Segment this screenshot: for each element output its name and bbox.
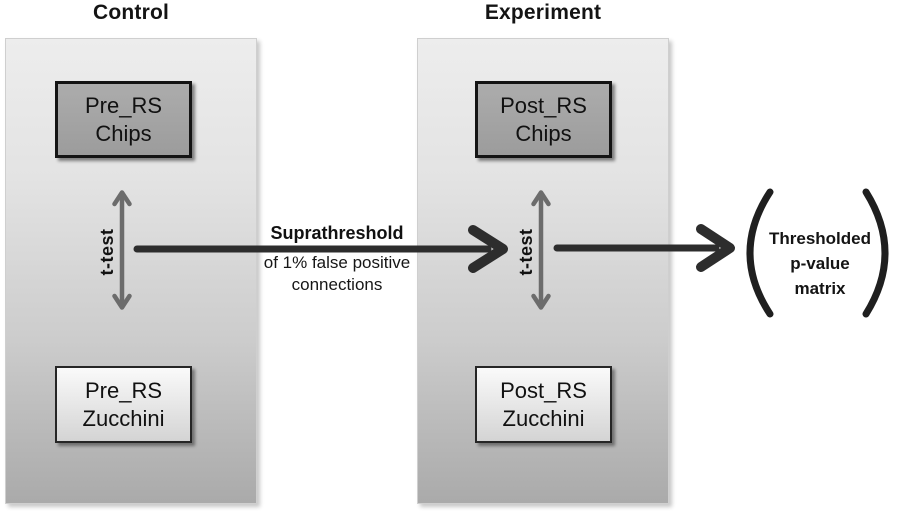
suprathreshold-sublabel: of 1% false positive connections — [240, 252, 434, 296]
pre-rs-zucchini-line1: Pre_RS — [84, 377, 163, 403]
post-rs-chips-box: Post_RS Chips — [475, 81, 612, 158]
experiment-ttest-label: t-test — [516, 228, 536, 276]
post-rs-chips-line1: Post_RS — [500, 92, 587, 118]
pre-rs-chips-line1: Pre_RS — [84, 92, 163, 118]
pre-rs-zucchini-box: Pre_RS Zucchini — [55, 366, 192, 443]
suprathreshold-label: Suprathreshold — [270, 223, 404, 243]
thresholded-matrix-line2: p-value — [790, 254, 850, 273]
thresholded-matrix-line3: matrix — [794, 279, 846, 298]
post-rs-chips-line2: Chips — [515, 120, 572, 146]
pre-rs-chips-box: Pre_RS Chips — [55, 81, 192, 158]
experiment-panel: Post_RS Chips Post_RS Zucchini t-test — [417, 38, 669, 504]
thresholded-matrix-label: Thresholded p-value matrix — [762, 226, 878, 301]
thresholded-matrix-line1: Thresholded — [768, 229, 871, 248]
control-panel: Pre_RS Chips Pre_RS Zucchini t-test — [5, 38, 257, 504]
suprathreshold-sublabel-line2: connections — [291, 275, 383, 294]
post-rs-zucchini-line1: Post_RS — [500, 377, 587, 403]
post-rs-zucchini-line2: Zucchini — [502, 405, 585, 431]
pre-rs-chips-line2: Chips — [95, 120, 152, 146]
experiment-title: Experiment — [484, 1, 602, 24]
control-ttest-label: t-test — [97, 228, 117, 276]
suprathreshold-sublabel-line1: of 1% false positive — [263, 253, 411, 272]
control-title: Control — [92, 1, 170, 24]
post-rs-zucchini-box: Post_RS Zucchini — [475, 366, 612, 443]
pre-rs-zucchini-line2: Zucchini — [82, 405, 165, 431]
